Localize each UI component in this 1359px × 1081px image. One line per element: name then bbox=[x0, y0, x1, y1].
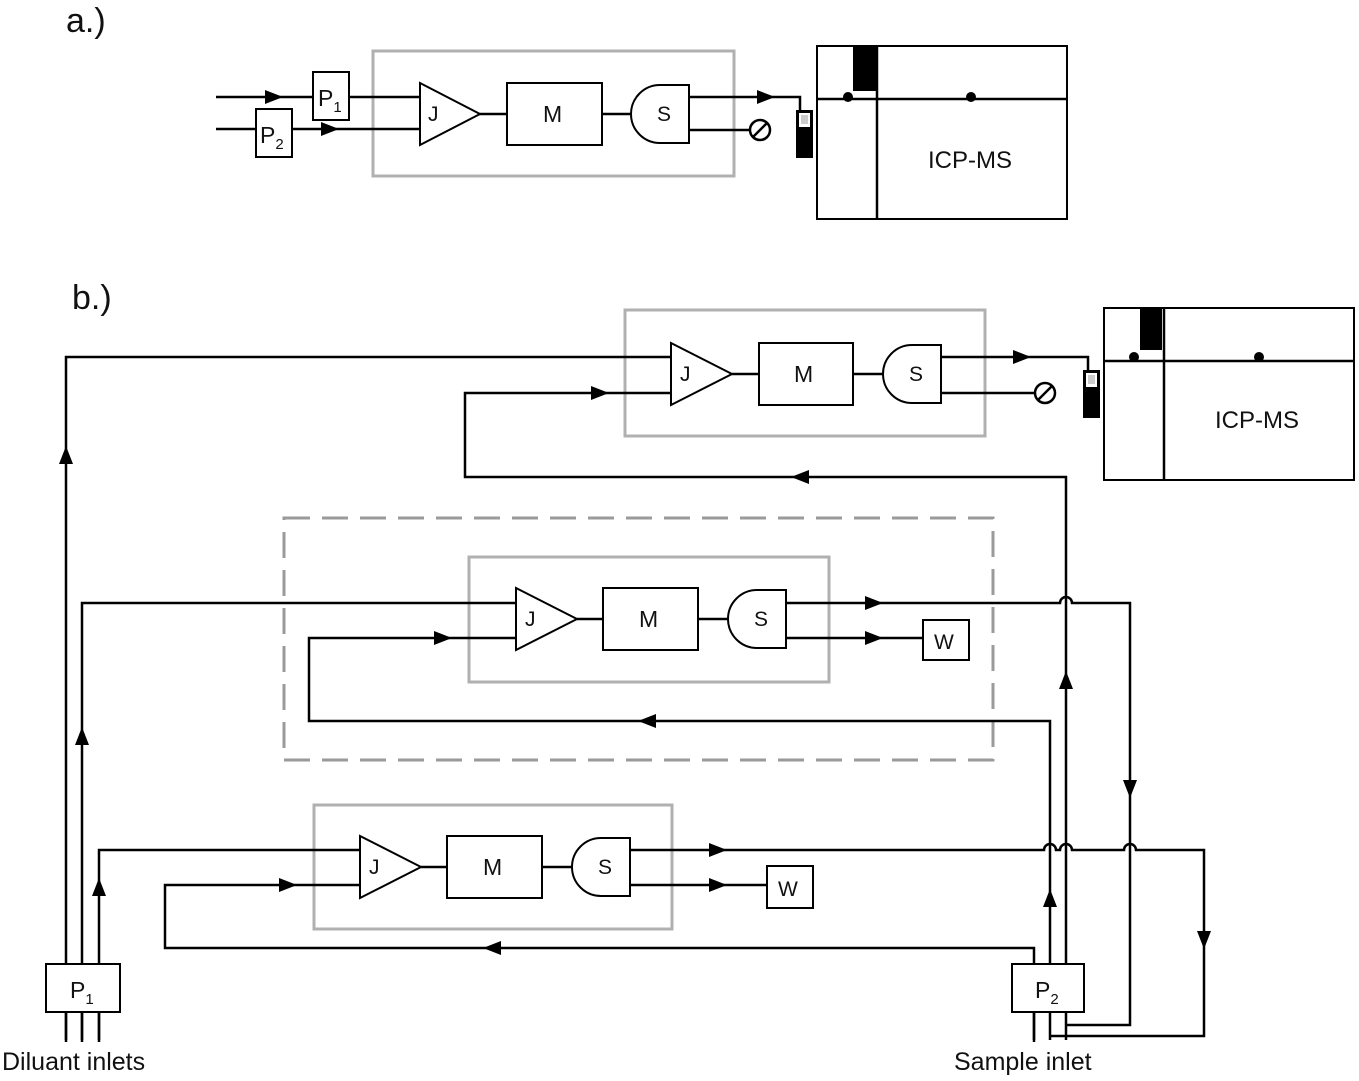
svg-text:P1: P1 bbox=[318, 85, 342, 116]
mixer-m: M bbox=[506, 82, 603, 146]
mixer-m-middle: M bbox=[602, 587, 699, 651]
nebulizer-icon bbox=[796, 110, 813, 158]
svg-text:M: M bbox=[639, 606, 658, 632]
svg-text:ICP-MS: ICP-MS bbox=[928, 147, 1012, 174]
svg-text:P2: P2 bbox=[260, 122, 284, 153]
pump-p1: P1 bbox=[312, 71, 350, 121]
mixer-m-top: M bbox=[758, 342, 854, 406]
svg-text:J: J bbox=[525, 608, 536, 631]
svg-text:M: M bbox=[483, 854, 502, 880]
svg-text:J: J bbox=[428, 103, 439, 126]
icp-ms-instrument: ICP-MS bbox=[816, 45, 1068, 220]
svg-text:W: W bbox=[934, 631, 954, 654]
svg-text:S: S bbox=[754, 608, 768, 631]
panel-label-a: a.) bbox=[66, 2, 106, 40]
splitter-s-middle: S bbox=[727, 589, 787, 649]
module-frame-middle bbox=[467, 555, 831, 684]
svg-text:M: M bbox=[543, 101, 562, 127]
svg-text:ICP-MS: ICP-MS bbox=[1215, 407, 1299, 434]
pump-p1-b: P1 bbox=[45, 963, 121, 1013]
splitter-s-top: S bbox=[882, 344, 942, 404]
svg-text:M: M bbox=[794, 361, 813, 387]
mixer-m-bottom: M bbox=[446, 835, 543, 899]
svg-text:P1: P1 bbox=[70, 977, 94, 1008]
svg-text:S: S bbox=[657, 103, 671, 126]
diluant-inlets-label: Diluant inlets bbox=[2, 1048, 145, 1076]
module-frame bbox=[371, 49, 736, 178]
panel-b: J M S ICP-MS bbox=[2, 307, 1355, 1076]
waste-w-middle: W bbox=[922, 619, 970, 661]
splitter-s: S bbox=[630, 84, 690, 144]
module-frame-top bbox=[623, 308, 987, 438]
svg-text:J: J bbox=[680, 363, 691, 386]
blocked-outlet-icon bbox=[748, 118, 772, 142]
splitter-s-bottom: S bbox=[571, 837, 631, 897]
svg-text:J: J bbox=[369, 856, 380, 879]
panel-label-b: b.) bbox=[72, 279, 112, 317]
module-frame-bottom bbox=[312, 803, 674, 931]
waste-w-bottom: W bbox=[766, 865, 814, 909]
blocked-outlet-icon-top bbox=[1033, 381, 1057, 405]
junction-j: J bbox=[419, 81, 483, 147]
svg-text:S: S bbox=[909, 363, 923, 386]
dashed-module-group bbox=[282, 516, 995, 762]
junction-j-bottom: J bbox=[359, 834, 424, 900]
sample-inlet-label: Sample inlet bbox=[954, 1048, 1092, 1076]
svg-text:P2: P2 bbox=[1035, 977, 1059, 1008]
pump-p2-b: P2 bbox=[1011, 963, 1085, 1013]
svg-text:W: W bbox=[778, 878, 798, 901]
pump-p2: P2 bbox=[255, 108, 293, 158]
svg-text:S: S bbox=[598, 856, 612, 879]
junction-j-middle: J bbox=[515, 586, 580, 652]
icp-ms-instrument-b: ICP-MS bbox=[1103, 307, 1355, 481]
junction-j-top: J bbox=[670, 341, 735, 407]
panel-a: P1 P2 J M S bbox=[216, 45, 1068, 220]
nebulizer-icon-b bbox=[1083, 370, 1100, 418]
